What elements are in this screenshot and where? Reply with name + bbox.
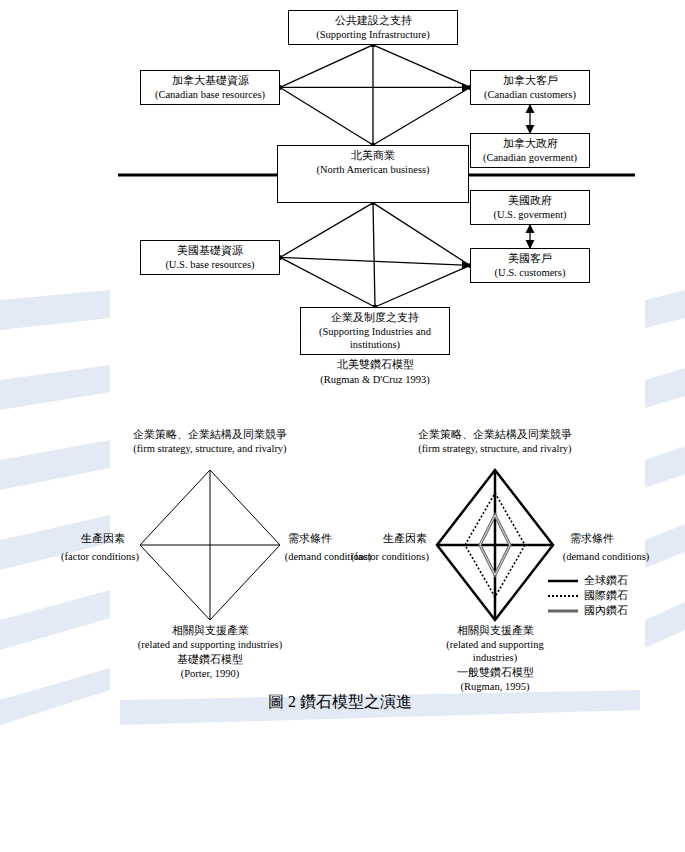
diagram-box: 美國客戶(U.S. customers) [470, 248, 590, 283]
watermark-stripes [0, 290, 685, 725]
connector [373, 203, 470, 266]
box-subtitle: (U.S. base resources) [149, 258, 271, 271]
connector [280, 257, 375, 307]
diagram-label: 基礎鑽石模型 [177, 653, 243, 667]
diagram-box: 加拿大政府(Canadian goverment) [470, 133, 590, 168]
diagram-label: 北美雙鑽石模型 [337, 358, 414, 372]
diagram-label: (firm strategy, structure, and rivalry) [415, 442, 575, 455]
box-title: 加拿大政府 [479, 137, 581, 151]
box-title: 美國政府 [479, 194, 581, 208]
box-subtitle: (U.S. customers) [479, 266, 581, 279]
box-title: 加拿大客戶 [479, 74, 581, 88]
connector [529, 105, 530, 133]
diagram-label: (Rugman & D'Cruz 1993) [320, 373, 430, 386]
box-subtitle: (Canadian base resources) [149, 88, 271, 101]
diagram-box: 北美商業(North American business) [277, 145, 469, 203]
diagram-label: (demand conditions) [563, 550, 650, 563]
box-title: 加拿大基礎資源 [149, 74, 271, 88]
diagram-label: 生產因素 [383, 532, 427, 546]
diagram-box: 美國政府(U.S. goverment) [470, 190, 590, 225]
diagram-label: 需求條件 [288, 532, 332, 546]
legend-sample [548, 576, 578, 586]
legend-text: 國際鑽石 [584, 589, 628, 602]
diagram-box: 美國基礎資源(U.S. base resources) [140, 240, 280, 275]
connector [280, 87, 470, 88]
box-subtitle: (Canadian customers) [479, 88, 581, 101]
connector [373, 203, 375, 307]
porter-diamond [140, 470, 280, 620]
legend-sample [548, 591, 578, 601]
diagram-box: 公共建設之支持(Supporting Infrastructure) [288, 10, 458, 45]
diagram-box: 加拿大客戶(Canadian customers) [470, 70, 590, 105]
box-subtitle: (Supporting Infrastructure) [297, 28, 449, 41]
legend-text: 全球鑽石 [584, 574, 628, 587]
connector [375, 265, 470, 307]
diagram-label: 需求條件 [570, 532, 614, 546]
box-subtitle: (Canadian goverment) [479, 151, 581, 164]
diagram-label: 企業策略、企業結構及同業競爭 [133, 428, 287, 442]
box-title: 公共建設之支持 [297, 14, 449, 28]
diagram-label: 企業策略、企業結構及同業競爭 [418, 428, 572, 442]
box-title: 北美商業 [286, 149, 460, 163]
connector [280, 87, 373, 145]
diagram-label: 相關與支援產業 [172, 624, 249, 638]
connector [280, 203, 373, 258]
connector [280, 45, 373, 88]
figure-caption: 圖 2 鑽石模型之演進 [268, 692, 412, 712]
diagram-label: (firm strategy, structure, and rivalry) [130, 442, 290, 455]
box-subtitle: (U.S. goverment) [479, 208, 581, 221]
legend-sample [548, 606, 578, 616]
diagram-label: (factor conditions) [61, 550, 139, 563]
connector [373, 87, 470, 145]
legend-text: 國內鑽石 [584, 604, 628, 617]
diagram-label: 一般雙鑽石模型 [457, 666, 534, 680]
diagram-label: (related and supporting industries) [430, 638, 560, 664]
diagram-label: (factor conditions) [351, 550, 429, 563]
connector [373, 45, 470, 88]
diagram-box: 企業及制度之支持(Supporting Industries and insti… [300, 307, 450, 355]
box-subtitle: (Supporting Industries and institutions) [309, 325, 441, 351]
diagram-box: 加拿大基礎資源(Canadian base resources) [140, 70, 280, 105]
diagram-label: 相關與支援產業 [457, 624, 534, 638]
diagram-label: (Porter, 1990) [181, 667, 239, 680]
box-title: 美國基礎資源 [149, 244, 271, 258]
rugman-diamond [437, 470, 553, 620]
diagram-label: 生產因素 [81, 532, 125, 546]
connector [280, 257, 470, 265]
diagram-label: (related and supporting industries) [138, 638, 282, 651]
connector [372, 45, 373, 145]
box-title: 企業及制度之支持 [309, 311, 441, 325]
box-subtitle: (North American business) [286, 163, 460, 176]
connector [529, 225, 530, 248]
box-title: 美國客戶 [479, 252, 581, 266]
diagram-label: (Rugman, 1995) [461, 680, 530, 693]
